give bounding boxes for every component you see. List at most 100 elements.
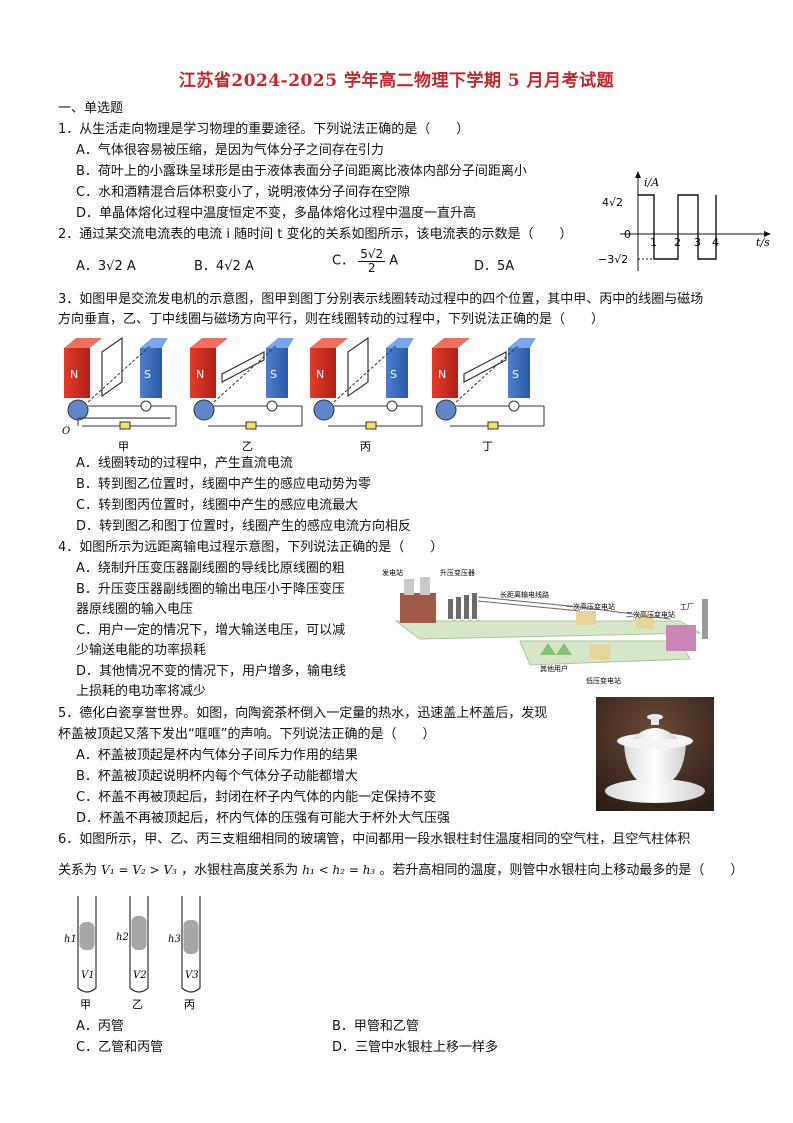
step-up-transformer [448, 593, 477, 619]
q2-option-c[interactable]: C． 5√2 2 A [332, 248, 398, 282]
south-pole-label: S [144, 368, 151, 381]
y-bottom-label: −3√2 [598, 253, 628, 266]
q4-option-c-line1[interactable]: C．用户一定的情况下，增大输送电压，可以减 [76, 623, 346, 638]
q6-option-c[interactable]: C．乙管和丙管 [76, 1040, 164, 1055]
tube-caption: 丙 [184, 998, 195, 1011]
q6-stem-middle: ，水银柱高度关系为 [181, 863, 299, 878]
mercury-column [131, 916, 147, 950]
tube-h-label: h2 [116, 932, 129, 943]
volume-relation: V₁ = V₂ > V₃ [101, 863, 177, 877]
q1-option-d[interactable]: D．单晶体熔化过程中温度恒定不变，多晶体熔化过程中温度一直升高 [76, 206, 477, 221]
teacup-photo [596, 697, 714, 811]
q5-stem-line2: 杯盖被顶起又落下发出“哐哐”的声响。下列说法正确的是（ ） [58, 727, 436, 742]
q3-option-d[interactable]: D．转到图乙和图丁位置时，线圈产生的感应电流方向相反 [76, 519, 412, 534]
label-low-sub: 低压变电站 [586, 676, 621, 685]
south-pole-label: S [390, 368, 397, 381]
tube-jia: h1 V1 甲 [64, 896, 97, 1011]
generator-figures: N S O N S N S [62, 336, 545, 453]
q4-option-b-line1[interactable]: B．升压变压器副线圈的输出电压小于降压变压 [76, 582, 345, 597]
user-house [540, 643, 556, 655]
ground-path [394, 620, 702, 640]
glass-tubes-figure: h1 V1 甲 h2 V2 乙 h3 V3 丙 [64, 896, 201, 1011]
q4-option-a[interactable]: A．绕制升压变压器副线圈的导线比原线圈的粗 [76, 561, 345, 576]
power-transmission-diagram: 发电站 升压变压器 长距离输电线路 一次高压变电站 二次高压变电站 工厂 其他用… [382, 568, 708, 685]
q2-option-a[interactable]: A．3√2 A [76, 259, 136, 274]
tube-caption: 甲 [80, 998, 91, 1011]
q5-option-c[interactable]: C．杯盖不再被顶起后，封闭在杯子内气体的内能一定保持不变 [76, 790, 437, 805]
q6-stem-suffix: 。若升高相同的温度，则管中水银柱向上移动最多的是（ ） [379, 863, 744, 878]
q2-option-b[interactable]: B．4√2 A [194, 259, 254, 274]
caption-jia: 甲 [118, 440, 129, 453]
section-heading: 一、单选题 [58, 101, 124, 116]
mercury-column [79, 922, 95, 950]
q1-option-c[interactable]: C．水和酒精混合后体积变小了，说明液体分子间存在空隙 [76, 185, 411, 200]
tube-h-label: h3 [168, 934, 181, 945]
q3-stem-line2: 方向垂直，乙、丁中线圈与磁场方向平行，则在线圈转动的过程中，下列说法正确的是（ … [58, 312, 605, 327]
q6-option-a[interactable]: A．丙管 [76, 1019, 124, 1034]
q5-option-d[interactable]: D．杯盖不再被顶起后，杯内气体的压强有可能大于杯外大气压强 [76, 811, 451, 826]
q1-stem: 1．从生活走向物理是学习物理的重要途径。下列说法正确的是（ ） [58, 122, 470, 137]
q2-option-c-prefix: C． [332, 253, 355, 269]
tube-bing: h3 V3 丙 [168, 896, 201, 1011]
q4-option-c-line2: 少输送电能的功率损耗 [76, 643, 207, 658]
label-sub1: 一次高压变电站 [566, 602, 615, 611]
caption-yi: 乙 [242, 440, 253, 453]
q3-option-a[interactable]: A．线圈转动的过程中，产生直流电流 [76, 456, 293, 471]
y-axis-arrow-icon [635, 171, 641, 178]
q5-option-b[interactable]: B．杯盖被顶起说明杯内每个气体分子动能都增大 [76, 769, 358, 784]
south-pole-label: S [270, 368, 277, 381]
q2-option-d[interactable]: D．5A [474, 259, 515, 274]
q3-option-c[interactable]: C．转到图丙位置时，线圈中产生的感应电流最大 [76, 498, 359, 513]
generator-figure-yi: N S [190, 338, 303, 430]
origin-label: 0 [624, 228, 631, 241]
q1-option-b[interactable]: B．荷叶上的小露珠呈球形是由于液体表面分子间距离比液体内部分子间距离小 [76, 164, 527, 179]
tube-h-label: h1 [64, 934, 77, 945]
q6-stem-line1: 6．如图所示，甲、乙、丙三支粗细相同的玻璃管，中间都用一段水银柱封住温度相同的空… [58, 832, 691, 847]
saucer [605, 779, 705, 803]
current-waveform [638, 194, 717, 260]
q2-stem: 2．通过某交流电流表的电流 i 随时间 t 变化的关系如图所示，该电流表的示数是… [58, 227, 573, 242]
low-voltage-substation [590, 645, 610, 659]
north-pole-label: N [70, 368, 78, 381]
label-sub2: 二次高压变电站 [626, 610, 675, 619]
fraction-numerator: 5√2 [358, 247, 386, 262]
north-pole-label: N [438, 368, 446, 381]
tube-v-label: V2 [133, 970, 147, 981]
x-axis-label: t/s [756, 236, 770, 249]
q2-option-c-fraction: 5√2 2 [358, 247, 386, 275]
caption-ding: 丁 [482, 440, 493, 453]
current-time-graph: i/A t/s 4√2 0 −3√2 1 2 3 4 [598, 171, 771, 271]
y-top-label: 4√2 [602, 196, 623, 209]
q1-option-a[interactable]: A．气体很容易被压缩，是因为气体分子之间存在引力 [76, 143, 384, 158]
q6-option-d[interactable]: D．三管中水银柱上移一样多 [332, 1040, 499, 1055]
q4-option-d-line1[interactable]: D．其他情况不变的情况下，用户增多，输电线 [76, 664, 347, 679]
label-plant: 发电站 [382, 568, 403, 577]
caption-bing: 丙 [360, 440, 371, 453]
tube-v-label: V1 [81, 970, 95, 981]
tick-1: 1 [650, 236, 657, 249]
q4-stem: 4．如图所示为远距离输电过程示意图，下列说法正确的是（ ） [58, 540, 444, 555]
q4-option-b-line2: 器原线圈的输入电压 [76, 602, 194, 617]
q5-option-a[interactable]: A．杯盖被顶起是杯内气体分子间斥力作用的结果 [76, 748, 358, 763]
q3-option-b[interactable]: B．转到图乙位置时，线圈中产生的感应电动势为零 [76, 477, 371, 492]
q4-option-d-line2: 上损耗的电功率将减少 [76, 684, 207, 699]
second-substation [636, 615, 654, 629]
north-pole-label: N [316, 368, 324, 381]
q6-option-b[interactable]: B．甲管和乙管 [332, 1019, 419, 1034]
q3-stem-line1: 3．如图甲是交流发电机的示意图，图甲到图丁分别表示线圈转动过程中的四个位置，其中… [58, 292, 704, 307]
south-pole-label: S [512, 368, 519, 381]
power-plant-building [400, 593, 436, 623]
height-relation: h₁ < h₂ = h₃ [302, 863, 376, 877]
generator-figure-jia: N S O [62, 336, 177, 437]
tick-4: 4 [712, 236, 719, 249]
north-pole-label: N [196, 368, 204, 381]
axis-o-label: O [62, 426, 70, 437]
x-axis-arrow-icon [764, 231, 771, 237]
q5-stem-line1: 5．德化白瓷享誉世界。如图，向陶瓷茶杯倒入一定量的热水，迅速盖上杯盖后，发现 [58, 706, 548, 721]
fraction-denominator: 2 [367, 261, 376, 275]
tube-yi: h2 V2 乙 [116, 896, 149, 1011]
label-users: 其他用户 [540, 664, 568, 673]
mercury-column [183, 920, 199, 954]
tube-v-label: V3 [185, 970, 199, 981]
q6-stem-line2: 关系为 V₁ = V₂ > V₃ ，水银柱高度关系为 h₁ < h₂ = h₃ … [58, 861, 743, 880]
